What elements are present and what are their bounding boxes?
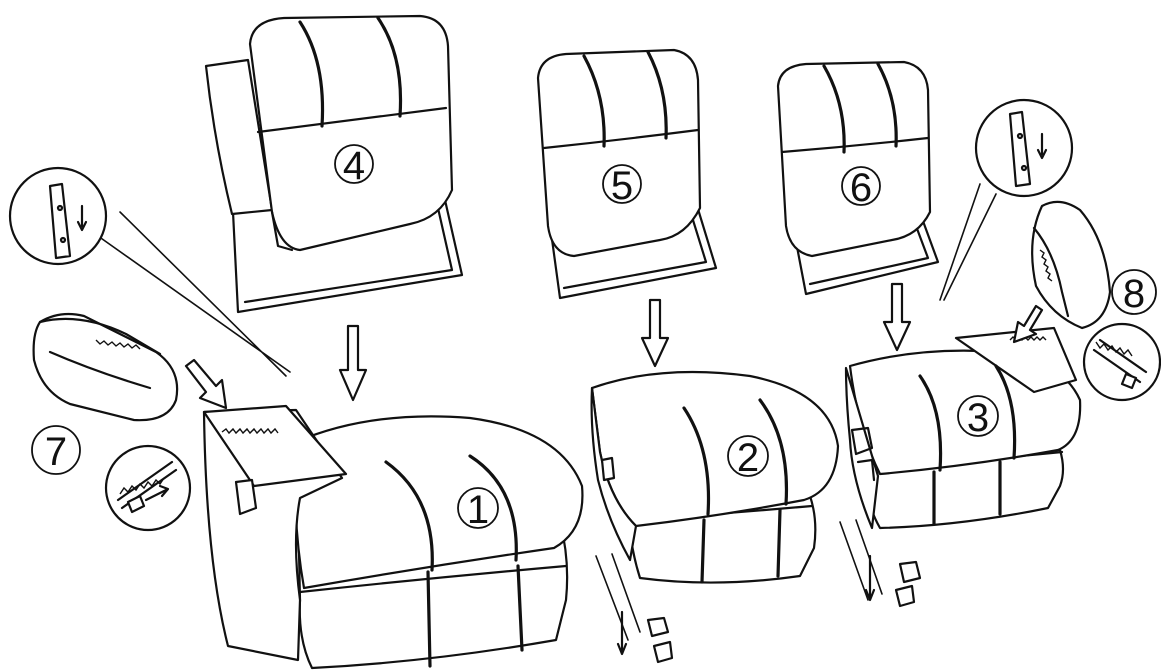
zipper-detail-left-circle: [106, 446, 190, 530]
zipper-detail-right-circle: [1084, 324, 1160, 400]
callout-label-2: 2: [737, 436, 759, 480]
seat-unit-3: 3: [846, 328, 1080, 528]
seat-2-base-channel-b: [778, 510, 780, 576]
zipper-detail-left: [106, 446, 190, 530]
latch-hole-right-a: [1018, 134, 1022, 138]
callout-label-7: 7: [45, 430, 67, 474]
clip-leader-seat-3: [840, 520, 882, 600]
down-arrow-icon-1: [340, 326, 366, 400]
callout-label-5: 5: [611, 164, 633, 208]
back-pillow-5: [538, 50, 700, 256]
seat-2-base-channel-a: [702, 520, 704, 582]
latch-hole-left-b: [61, 238, 65, 242]
down-arrow-icon-arm-7: [186, 360, 226, 408]
latch-hole-right-b: [1022, 166, 1026, 170]
latch-bracket-icon-seat-2: [602, 458, 614, 480]
seat-1-base-channel-a: [428, 572, 430, 666]
back-cushion-6: 6: [778, 62, 938, 294]
latch-detail-right-leader: [940, 184, 996, 300]
clip-hardware-icon-2a: [648, 618, 668, 636]
callout-label-8: 8: [1123, 272, 1145, 316]
callout-label-6: 6: [850, 166, 872, 210]
down-arrow-icon-2: [642, 300, 668, 366]
seat-unit-2: 2: [592, 372, 838, 583]
back-pillow-6: [778, 62, 930, 256]
arm-cushion-7-body: [34, 314, 178, 420]
back-pillow-4: [250, 16, 452, 250]
arm-cushion-8-body: [1032, 202, 1110, 328]
down-arrow-icon-3: [884, 284, 910, 350]
zipper-detail-right: [1084, 324, 1160, 400]
back-cushion-4: 4: [206, 16, 462, 312]
latch-bracket-icon-seat-1: [236, 480, 256, 514]
clip-hardware-icon-2b: [654, 642, 672, 662]
callout-label-3: 3: [967, 396, 989, 440]
clip-hardware-icon-3b: [896, 586, 914, 606]
callout-label-1: 1: [467, 488, 489, 532]
clip-hardware-seat-3: [840, 520, 920, 606]
zipper-pull-right: [1122, 374, 1136, 388]
clip-hardware-icon-3a: [900, 562, 920, 582]
back-cushion-5: 5: [538, 50, 716, 298]
callout-label-4: 4: [343, 144, 365, 188]
down-arrow-icon-clip-3: [866, 556, 874, 600]
clip-leader-seat-2: [596, 554, 640, 640]
arm-cushion-8: 8: [1014, 202, 1156, 342]
latch-hole-left-a: [58, 206, 62, 210]
seat-unit-1: 1: [204, 406, 582, 668]
